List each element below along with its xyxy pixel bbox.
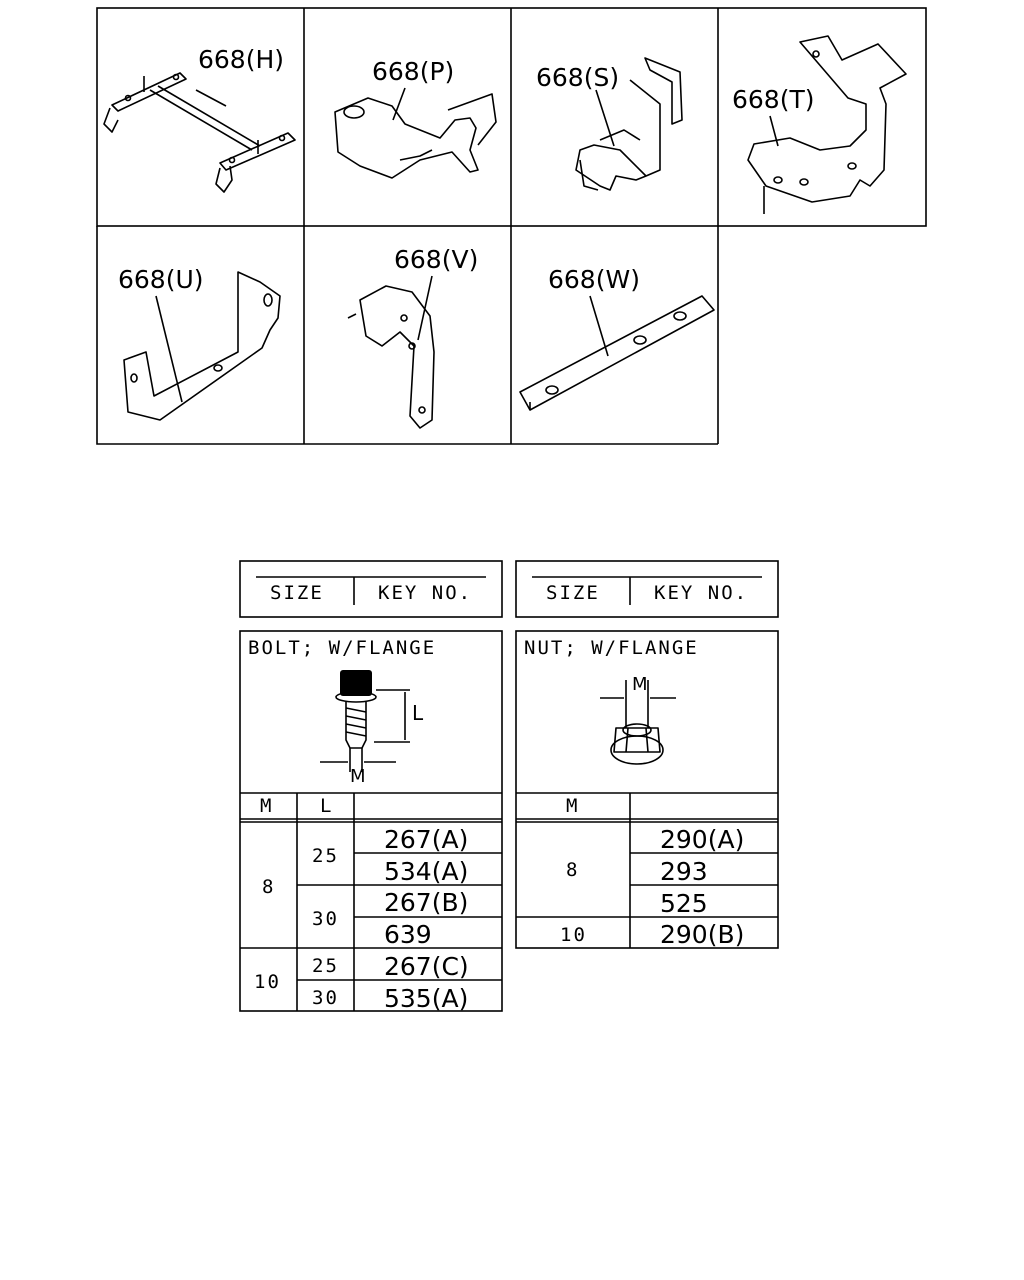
size-header-left-key: KEY NO.	[378, 582, 472, 604]
bolt-key-267b: 267(B)	[384, 888, 468, 917]
nut-dim-m: M	[632, 674, 648, 695]
bolt-key-639: 639	[384, 920, 432, 949]
bolt-key-267a: 267(A)	[384, 825, 468, 854]
bracket-668t-drawing	[747, 35, 907, 214]
nut-title: NUT; W/FLANGE	[524, 637, 699, 659]
nut-key-293: 293	[660, 857, 708, 886]
size-header-right-key: KEY NO.	[654, 582, 748, 604]
bolt-l-25b: 25	[312, 955, 339, 977]
parts-grid	[96, 7, 927, 445]
bolt-key-534a: 534(A)	[384, 857, 468, 886]
bracket-668w-drawing	[519, 295, 715, 411]
nut-table	[515, 630, 779, 949]
bolt-key-267c: 267(C)	[384, 952, 469, 981]
bolt-key-535a: 535(A)	[384, 984, 468, 1013]
bolt-l-25: 25	[312, 845, 339, 867]
size-header-right	[515, 560, 779, 618]
nut-key-290a: 290(A)	[660, 825, 744, 854]
nut-m-8: 8	[566, 859, 579, 881]
bolt-l-30b: 30	[312, 987, 339, 1009]
label-668w: 668(W)	[548, 265, 640, 294]
nut-icon	[600, 680, 676, 765]
bolt-icon	[320, 670, 410, 772]
bolt-dim-l: L	[412, 701, 424, 725]
label-668s: 668(S)	[536, 63, 619, 92]
size-header-left-size: SIZE	[270, 582, 324, 604]
bracket-668s-drawing	[575, 57, 683, 191]
nut-col-m: M	[566, 795, 579, 817]
size-header-left	[239, 560, 503, 618]
bolt-table	[239, 630, 503, 1012]
bolt-m-10: 10	[254, 971, 281, 993]
bracket-668h-drawing	[103, 72, 296, 193]
label-668h: 668(H)	[198, 45, 284, 74]
bolt-title: BOLT; W/FLANGE	[248, 637, 436, 659]
bracket-668v-drawing	[347, 275, 435, 429]
nut-key-290b: 290(B)	[660, 920, 744, 949]
nut-key-525: 525	[660, 889, 708, 918]
bolt-l-30: 30	[312, 908, 339, 930]
bolt-col-l: L	[320, 795, 333, 817]
bracket-668p-drawing	[334, 87, 497, 179]
label-668v: 668(V)	[394, 245, 478, 274]
bracket-668u-drawing	[123, 271, 281, 421]
label-668p: 668(P)	[372, 57, 454, 86]
bolt-col-m: M	[260, 795, 273, 817]
nut-m-10: 10	[560, 924, 587, 946]
label-668u: 668(U)	[118, 265, 204, 294]
size-header-right-size: SIZE	[546, 582, 600, 604]
bolt-dim-m: M	[350, 766, 366, 787]
bolt-m-8: 8	[262, 876, 275, 898]
label-668t: 668(T)	[732, 85, 815, 114]
